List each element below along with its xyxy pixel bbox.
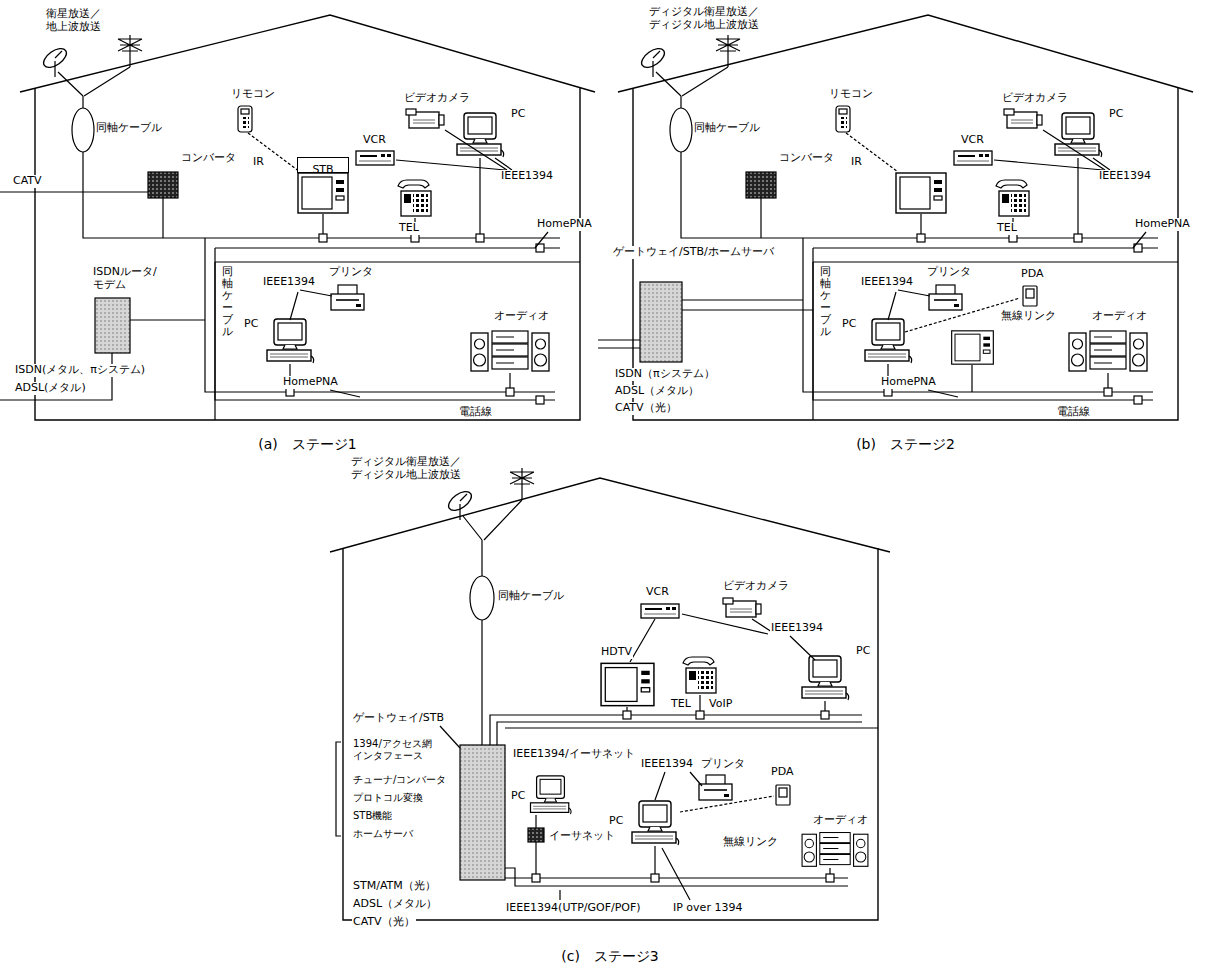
text-label: プロトコル変換 [352,792,424,804]
stage-b-extras [598,282,1037,392]
text-label: プリンタ [328,266,374,279]
text-label: ビデオカメラ [403,92,471,105]
stage-caption: (c) ステージ3 [559,948,661,964]
text-label: PC [243,318,259,331]
text-label: PC [841,318,857,331]
text-label: ISDNルータ/ モデム [92,266,164,291]
caption-row: (b) ステージ2 [618,435,1193,453]
text-label: PC [1108,108,1124,121]
stage-a-extras [0,192,205,400]
text-label: VCR [645,586,670,599]
text-label: VCR [960,134,985,147]
stage-caption: (b) ステージ2 [854,436,957,452]
text-label: IP over 1394 [672,902,743,915]
text-label: PDA [770,766,794,779]
text-label: 同軸ケーブル [497,590,565,603]
text-label: HomePNA [1134,218,1191,231]
text-label: 同軸ケーブル [95,122,163,135]
text-label: 衛星放送／ 地上波放送 [45,8,129,33]
text-label: IR [252,156,265,169]
text-label: 電話線 [1056,406,1091,419]
text-label: リモコン [230,88,276,101]
stb-box: STB [297,157,349,173]
text-label: 電話線 [458,406,493,419]
text-label: HomePNA [536,218,593,231]
text-label: イーサネット [548,830,616,843]
text-label: オーディオ [812,814,869,827]
text-label: プリンタ [926,266,972,279]
text-label: チューナ/コンバータ [352,774,447,786]
caption-row: (a) ステージ1 [20,435,595,453]
text-label: IEEE1394(UTP/GOF/POF) [505,902,642,915]
house-b [618,15,1193,420]
text-label: VoIP [708,698,733,711]
text-label: 同軸ケーブル [693,122,761,135]
box-label: STB [312,164,333,176]
text-label: TEL [996,222,1018,235]
text-label: CATV（光） [352,916,416,929]
text-label: ビデオカメラ [1001,92,1069,105]
house-a [20,15,595,420]
text-label: HDTV [600,646,633,659]
vertical-label: 同軸ケーブル [222,265,233,340]
text-label: ISDN(メタル、πシステム) [14,364,146,377]
stage-caption: (a) ステージ1 [256,436,358,452]
text-label: TEL [670,698,692,711]
text-label: STM/ATM（光） [352,880,437,893]
text-label: ビデオカメラ [722,580,790,593]
text-label: ディジタル衛星放送／ ディジタル地上波放送 [350,456,477,481]
text-label: コンバータ [778,152,835,165]
text-label: プリンタ [700,758,746,771]
text-label: STB機能 [352,810,393,822]
text-label: VCR [362,134,387,147]
text-label: PC [855,645,871,658]
stage-c [330,468,890,920]
text-label: オーディオ [493,310,550,323]
text-label: PC [608,815,624,828]
text-label: 1394/アクセス網 インタフェース [352,738,446,761]
text-label: PC [510,108,526,121]
text-label: CATV（光） [614,402,678,415]
text-label: リモコン [828,88,874,101]
text-label: IR [850,156,863,169]
text-label: ADSL（メタル） [352,898,438,911]
caption-row: (c) ステージ3 [330,947,890,965]
text-label: IEEE1394 [262,276,316,289]
vertical-label: 同軸ケーブル [820,265,831,340]
text-label: IEEE1394 [640,758,694,771]
text-label: ホームサーバ [352,828,414,840]
text-label: PC [510,790,526,803]
text-label: ゲートウェイ/STB/ホームサーバ [612,246,775,259]
text-label: IEEE1394 [500,170,554,183]
text-label: ISDN（πシステム） [614,368,716,381]
text-label: IEEE1394/イーサネット [512,748,636,761]
text-label: CATV [12,175,43,188]
text-label: PDA [1020,268,1044,281]
text-label: ADSL(メタル) [14,382,87,395]
text-label: 無線リンク [1000,310,1057,323]
text-label: IEEE1394 [770,622,824,635]
text-label: ADSL（メタル） [614,385,700,398]
text-label: ディジタル衛星放送／ ディジタル地上波放送 [648,6,775,31]
text-label: コンバータ [180,152,237,165]
text-label: 無線リンク [722,836,779,849]
text-label: オーディオ [1091,310,1148,323]
text-label: HomePNA [282,376,339,389]
text-label: IEEE1394 [1098,170,1152,183]
text-label: ゲートウェイ/STB [352,712,445,725]
text-label: TEL [398,222,420,235]
text-label: IEEE1394 [860,276,914,289]
text-label: HomePNA [880,376,937,389]
